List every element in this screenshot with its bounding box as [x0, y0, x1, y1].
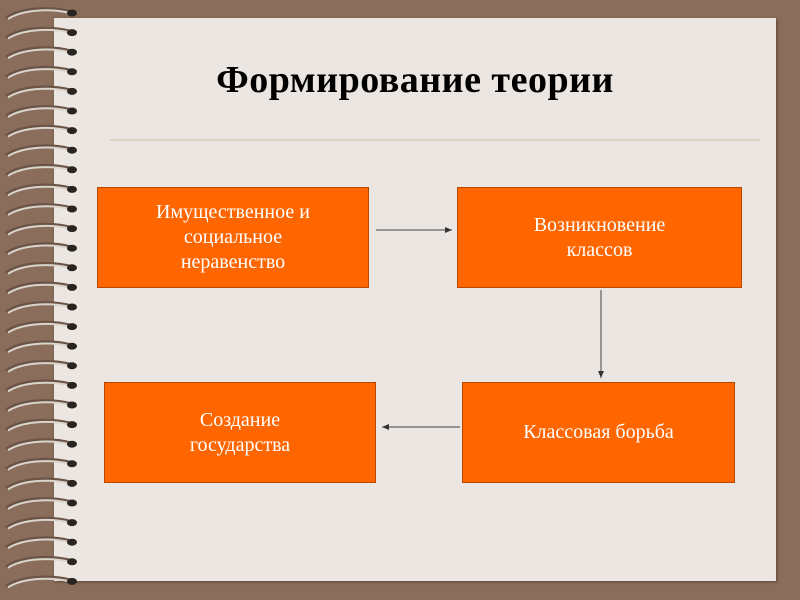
spiral-coil-back: [5, 242, 73, 255]
spiral-coil-back: [5, 46, 73, 59]
spiral-coil-front: [7, 283, 71, 295]
spiral-hole: [67, 244, 77, 252]
node-class-emergence: Возникновение классов: [457, 187, 742, 288]
spiral-coil-front: [7, 460, 71, 471]
spiral-coil-front: [7, 401, 71, 412]
spiral-coil-front: [7, 126, 71, 138]
spiral-hole: [67, 205, 77, 213]
spiral-coil-back: [5, 26, 73, 39]
spiral-hole: [67, 323, 77, 331]
spiral-binding: [5, 7, 77, 589]
spiral-hole: [67, 48, 77, 56]
spiral-coil-front: [7, 185, 71, 197]
spiral-coil-front: [7, 28, 71, 40]
spiral-coil-front: [7, 362, 71, 373]
spiral-coil-back: [5, 575, 73, 588]
spiral-hole: [67, 166, 77, 174]
spiral-coil-back: [5, 85, 73, 98]
spiral-hole: [67, 440, 77, 448]
spiral-coil-back: [5, 418, 73, 431]
spiral-coil-front: [7, 87, 71, 99]
spiral-coil-front: [7, 342, 71, 354]
spiral-hole: [67, 303, 77, 311]
spiral-coil-back: [5, 438, 73, 451]
spiral-hole: [67, 264, 77, 272]
spiral-coil-front: [7, 577, 71, 589]
spiral-coil-front: [7, 479, 71, 491]
spiral-coil-front: [7, 224, 71, 236]
spiral-hole: [67, 225, 77, 233]
spiral-coil-back: [5, 261, 73, 275]
spiral-coil-back: [5, 320, 73, 333]
spiral-hole: [67, 577, 77, 585]
spiral-hole: [67, 479, 77, 487]
title-divider: [110, 139, 760, 141]
spiral-hole: [67, 68, 77, 76]
spiral-hole: [67, 558, 77, 566]
spiral-hole: [67, 421, 77, 429]
spiral-coil-front: [7, 381, 71, 393]
spiral-coil-front: [7, 107, 71, 118]
spiral-coil-back: [5, 203, 73, 216]
spiral-coil-back: [5, 183, 73, 196]
spiral-hole: [67, 460, 77, 468]
spiral-coil-front: [7, 538, 71, 550]
spiral-coil-back: [5, 222, 73, 235]
spiral-hole: [67, 538, 77, 546]
node-property-inequality: Имущественное и социальное неравенство: [97, 187, 369, 288]
spiral-hole: [67, 283, 77, 291]
spiral-coil-back: [5, 497, 73, 510]
spiral-coil-back: [5, 457, 73, 471]
spiral-coil-back: [5, 399, 73, 412]
spiral-coil-back: [5, 281, 73, 294]
spiral-coil-back: [5, 379, 73, 392]
spiral-coil-back: [5, 555, 73, 569]
spiral-hole: [67, 381, 77, 389]
spiral-coil-back: [5, 301, 73, 314]
spiral-coil-back: [5, 516, 73, 529]
spiral-hole: [67, 519, 77, 527]
spiral-coil-back: [5, 477, 73, 490]
node-state-creation: Создание государства: [104, 382, 376, 483]
spiral-hole: [67, 29, 77, 37]
node-class-struggle: Классовая борьба: [462, 382, 735, 483]
spiral-coil-back: [5, 105, 73, 118]
spiral-coil-front: [7, 303, 71, 314]
spiral-coil-front: [7, 499, 71, 510]
spiral-coil-front: [7, 146, 71, 158]
spiral-hole: [67, 499, 77, 507]
spiral-coil-front: [7, 420, 71, 432]
spiral-coil-back: [5, 163, 73, 177]
spiral-hole: [67, 185, 77, 193]
spiral-hole: [67, 107, 77, 115]
spiral-hole: [67, 401, 77, 409]
spiral-coil-front: [7, 558, 71, 569]
spiral-coil-back: [5, 65, 73, 79]
spiral-coil-front: [7, 205, 71, 216]
spiral-coil-front: [7, 68, 71, 79]
spiral-hole: [67, 362, 77, 370]
spiral-coil-back: [5, 536, 73, 549]
spiral-hole: [67, 9, 77, 17]
spiral-coil-front: [7, 264, 71, 275]
spiral-hole: [67, 146, 77, 154]
spiral-coil-back: [5, 7, 73, 20]
spiral-hole: [67, 87, 77, 95]
slide-title: Формирование теории: [216, 59, 614, 101]
spiral-coil-back: [5, 359, 73, 373]
spiral-hole: [67, 127, 77, 135]
spiral-coil-front: [7, 9, 71, 20]
spiral-hole: [67, 342, 77, 350]
spiral-coil-back: [5, 144, 73, 157]
spiral-coil-front: [7, 48, 71, 60]
spiral-coil-front: [7, 244, 71, 256]
spiral-coil-front: [7, 166, 71, 177]
spiral-coil-front: [7, 440, 71, 452]
spiral-coil-back: [5, 340, 73, 353]
spiral-coil-front: [7, 322, 71, 334]
spiral-coil-front: [7, 518, 71, 530]
spiral-coil-back: [5, 124, 73, 137]
slide-panel: [54, 18, 776, 581]
